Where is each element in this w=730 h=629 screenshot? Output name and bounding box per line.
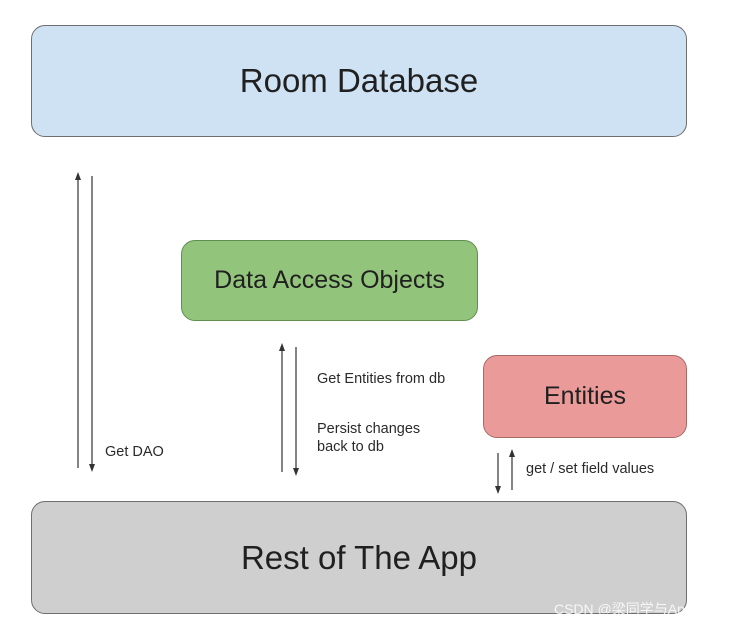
entities-box: Entities: [483, 355, 687, 438]
get-entities-label: Get Entities from db: [317, 371, 446, 387]
data-access-objects-label: Data Access Objects: [214, 266, 445, 294]
data-access-objects-box: Data Access Objects: [181, 240, 478, 321]
room-database-box: Room Database: [31, 25, 687, 137]
get-dao-label: Get DAO: [105, 444, 164, 460]
persist-changes-label: Persist changes: [317, 421, 421, 437]
rest-of-app-box: Rest of The App: [31, 501, 687, 614]
back-to-db-label: back to db: [317, 439, 384, 455]
field-values-label: get / set field values: [526, 461, 655, 477]
entities-label: Entities: [544, 382, 626, 410]
room-database-label: Room Database: [239, 62, 479, 99]
rest-of-app-label: Rest of The App: [240, 538, 478, 576]
watermark: CSDN @梁同学与Android: [553, 601, 716, 617]
